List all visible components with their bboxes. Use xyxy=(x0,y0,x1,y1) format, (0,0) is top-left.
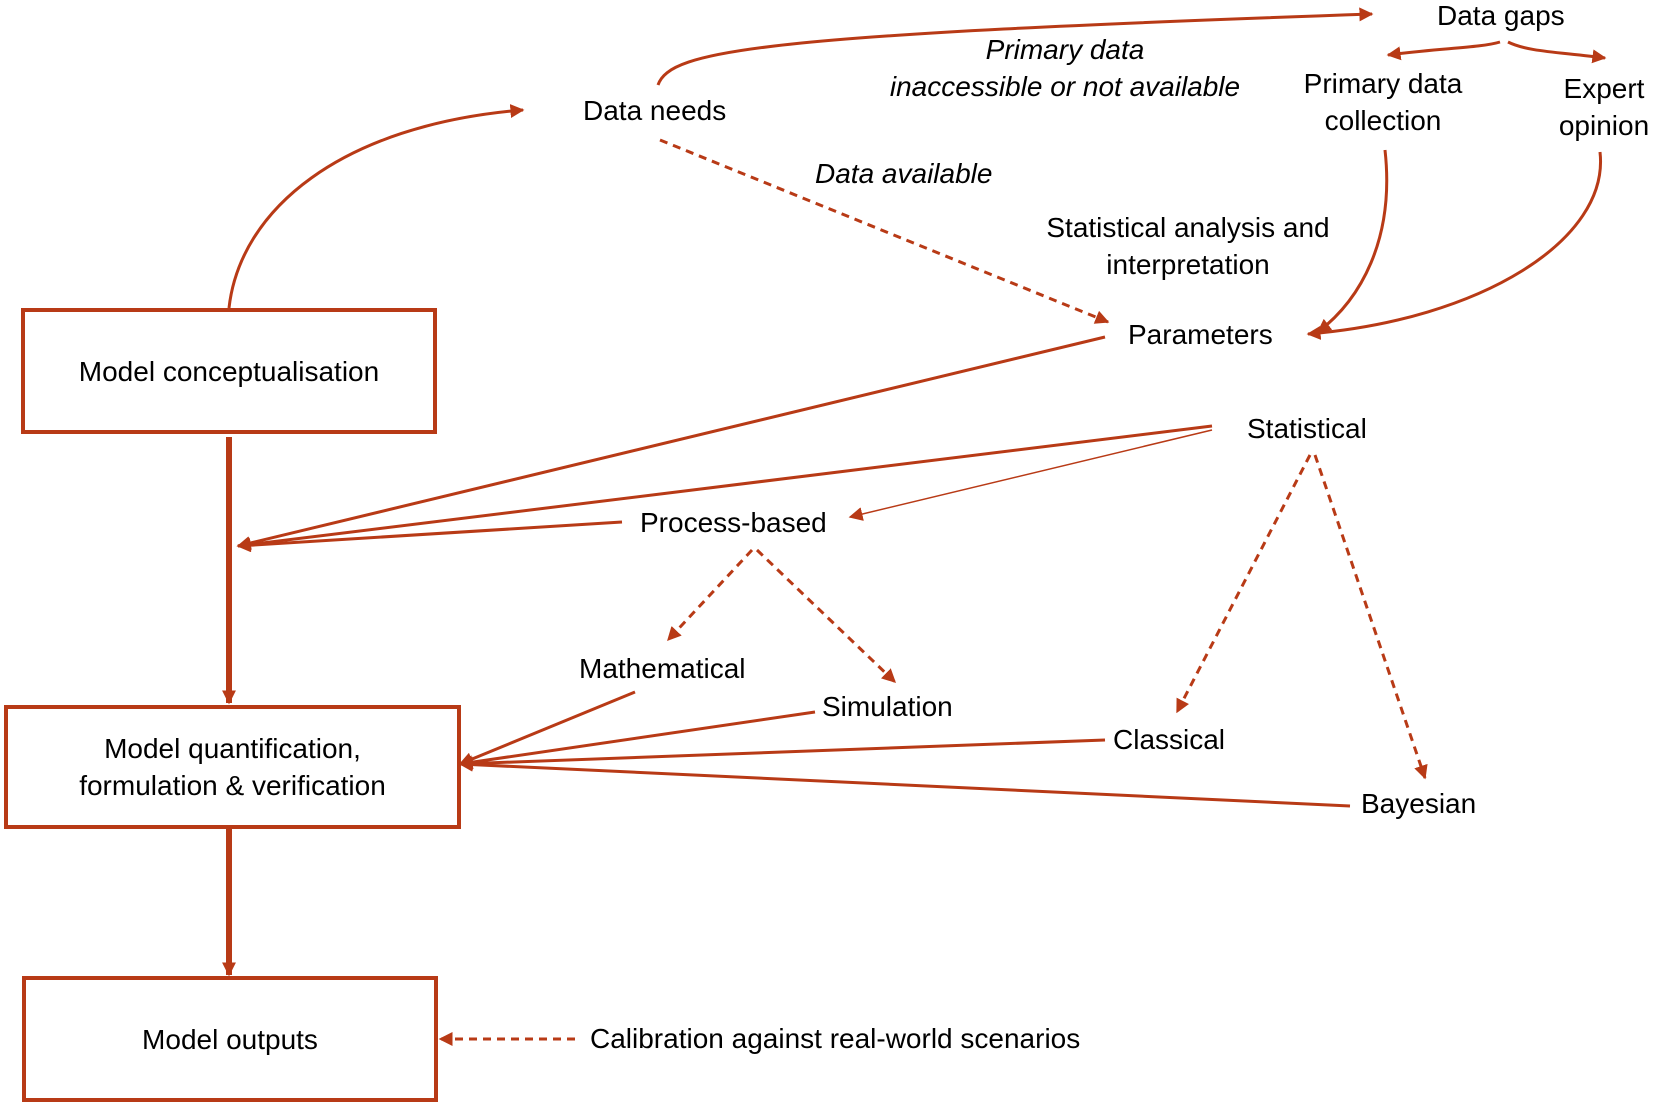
parameters-label: Parameters xyxy=(1128,319,1273,350)
statistical-label: Statistical xyxy=(1247,413,1367,444)
model-conceptualisation-box: Model conceptualisation xyxy=(21,308,437,434)
model-conceptualisation-label: Model conceptualisation xyxy=(78,355,380,387)
primary-data-collection-line1: Primary data xyxy=(1303,68,1463,99)
primary-data-collection-label: Primary data collection xyxy=(1304,65,1463,139)
arrow-classical-to-quantification xyxy=(458,738,1106,771)
statistical-analysis-line1: Statistical analysis and xyxy=(1046,212,1330,243)
arrow-data-available-to-parameters xyxy=(659,138,1110,324)
arrow-process-based-to-mathematical xyxy=(666,548,754,642)
model-quantification-box: Model quantification, formulation & veri… xyxy=(4,705,461,829)
expert-opinion-label: Expert opinion xyxy=(1559,70,1649,144)
arrow-statistical-to-quantification xyxy=(236,424,1213,552)
arrow-parameters-to-quantification xyxy=(236,335,1106,550)
data-available-label: Data available xyxy=(815,158,993,189)
statistical-analysis-line2: interpretation xyxy=(1106,249,1270,280)
arrow-mathematical-to-quantification xyxy=(458,690,636,766)
mathematical-label: Mathematical xyxy=(579,653,746,684)
bayesian-label: Bayesian xyxy=(1361,788,1477,819)
calibration-label: Calibration against real-world scenarios xyxy=(590,1023,1081,1054)
model-outputs-box: Model outputs xyxy=(22,976,438,1102)
statistical-analysis-label: Statistical analysis and interpretation xyxy=(1046,209,1329,283)
classical-label: Classical xyxy=(1113,724,1226,755)
expert-opinion-line2: opinion xyxy=(1558,110,1650,141)
primary-data-inaccessible-line1: Primary data xyxy=(985,34,1145,65)
primary-data-inaccessible-label: Primary data inaccessible or not availab… xyxy=(890,31,1240,105)
primary-data-collection-line2: collection xyxy=(1324,105,1442,136)
expert-opinion-line1: Expert xyxy=(1563,73,1645,104)
model-quantification-line1: Model quantification, xyxy=(104,733,361,764)
simulation-label: Simulation xyxy=(822,691,953,722)
arrow-conceptualisation-to-data-needs xyxy=(227,104,525,309)
arrow-data-needs-to-data-gaps xyxy=(656,7,1374,86)
data-needs-label: Data needs xyxy=(583,95,727,126)
primary-data-inaccessible-line2: inaccessible or not available xyxy=(889,71,1241,102)
arrow-data-gaps-to-primary-collection xyxy=(1386,40,1501,61)
arrow-process-based-to-simulation xyxy=(755,548,897,684)
arrow-primary-collection-to-parameters xyxy=(1316,149,1389,334)
process-based-label: Process-based xyxy=(640,507,827,538)
data-gaps-label: Data gaps xyxy=(1437,0,1565,31)
arrow-expert-opinion-to-parameters xyxy=(1306,151,1602,340)
arrow-process-based-to-quantification xyxy=(236,520,623,553)
model-quantification-line2: formulation & verification xyxy=(79,770,386,801)
arrow-statistical-to-process-based xyxy=(848,429,1213,521)
arrow-bayesian-to-quantification xyxy=(458,757,1351,808)
arrow-data-gaps-to-expert-opinion xyxy=(1507,40,1607,64)
model-outputs-label: Model outputs xyxy=(142,1023,318,1055)
arrow-statistical-to-classical xyxy=(1175,454,1312,714)
arrow-statistical-to-bayesian xyxy=(1313,454,1428,780)
arrow-simulation-to-quantification xyxy=(458,710,816,770)
